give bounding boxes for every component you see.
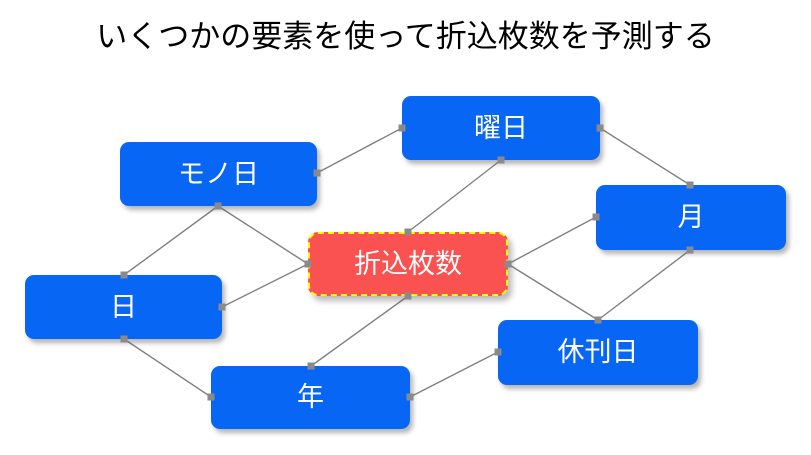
edge-anchor-kyukanbi[interactable]: [494, 348, 502, 356]
node-youbi[interactable]: 曜日: [402, 96, 600, 160]
node-monobi[interactable]: モノ日: [120, 142, 317, 206]
edge-anchor-hi[interactable]: [218, 303, 226, 311]
node-label-orikomi: 折込枚数: [354, 248, 462, 280]
edge-anchor-nen[interactable]: [307, 362, 315, 370]
node-tsuki[interactable]: 月: [596, 185, 786, 250]
edge-nen-kyukanbi: [409, 351, 499, 398]
node-label-hi: 日: [110, 291, 137, 323]
node-label-youbi: 曜日: [474, 112, 528, 144]
edge-hi-orikomi: [221, 263, 309, 308]
node-nen[interactable]: 年: [211, 366, 410, 429]
edge-anchor-orikomi[interactable]: [404, 228, 412, 236]
edge-youbi-orikomi: [407, 159, 502, 233]
edge-hi-nen: [123, 338, 212, 398]
edge-anchor-kyukanbi[interactable]: [594, 316, 602, 324]
edge-anchor-nen[interactable]: [207, 393, 215, 401]
edge-anchor-orikomi[interactable]: [304, 260, 312, 268]
edge-anchor-youbi[interactable]: [398, 124, 406, 132]
edge-anchor-hi[interactable]: [120, 271, 128, 279]
edge-anchor-nen[interactable]: [406, 393, 414, 401]
edge-orikomi-kyukanbi: [507, 263, 599, 321]
edge-anchor-tsuki[interactable]: [592, 213, 600, 221]
edge-tsuki-kyukanbi: [597, 249, 691, 321]
edge-anchor-tsuki[interactable]: [686, 246, 694, 254]
edge-anchor-hi[interactable]: [120, 335, 128, 343]
page-title: いくつかの要素を使って折込枚数を予測する: [96, 19, 715, 55]
edge-anchor-youbi[interactable]: [596, 124, 604, 132]
edge-anchor-monobi[interactable]: [214, 202, 222, 210]
node-orikomi[interactable]: 折込枚数: [308, 232, 508, 296]
edge-orikomi-tsuki: [507, 216, 597, 265]
node-label-kyukanbi: 休刊日: [557, 337, 639, 368]
node-label-tsuki: 月: [677, 202, 705, 233]
edge-anchor-youbi[interactable]: [497, 156, 505, 164]
edge-anchor-monobi[interactable]: [313, 169, 321, 177]
edge-monobi-hi: [123, 205, 219, 276]
edge-anchor-orikomi[interactable]: [504, 260, 512, 268]
edge-nen-orikomi: [310, 295, 409, 367]
edge-youbi-tsuki: [599, 127, 691, 186]
node-label-nen: 年: [297, 382, 324, 413]
node-kyukanbi[interactable]: 休刊日: [498, 320, 698, 385]
edge-anchor-tsuki[interactable]: [686, 181, 694, 189]
node-label-monobi: モノ日: [178, 158, 259, 190]
edge-monobi-orikomi: [217, 205, 309, 265]
edge-anchor-orikomi[interactable]: [404, 292, 412, 300]
edge-monobi-youbi: [316, 127, 403, 174]
node-hi[interactable]: 日: [25, 275, 222, 339]
